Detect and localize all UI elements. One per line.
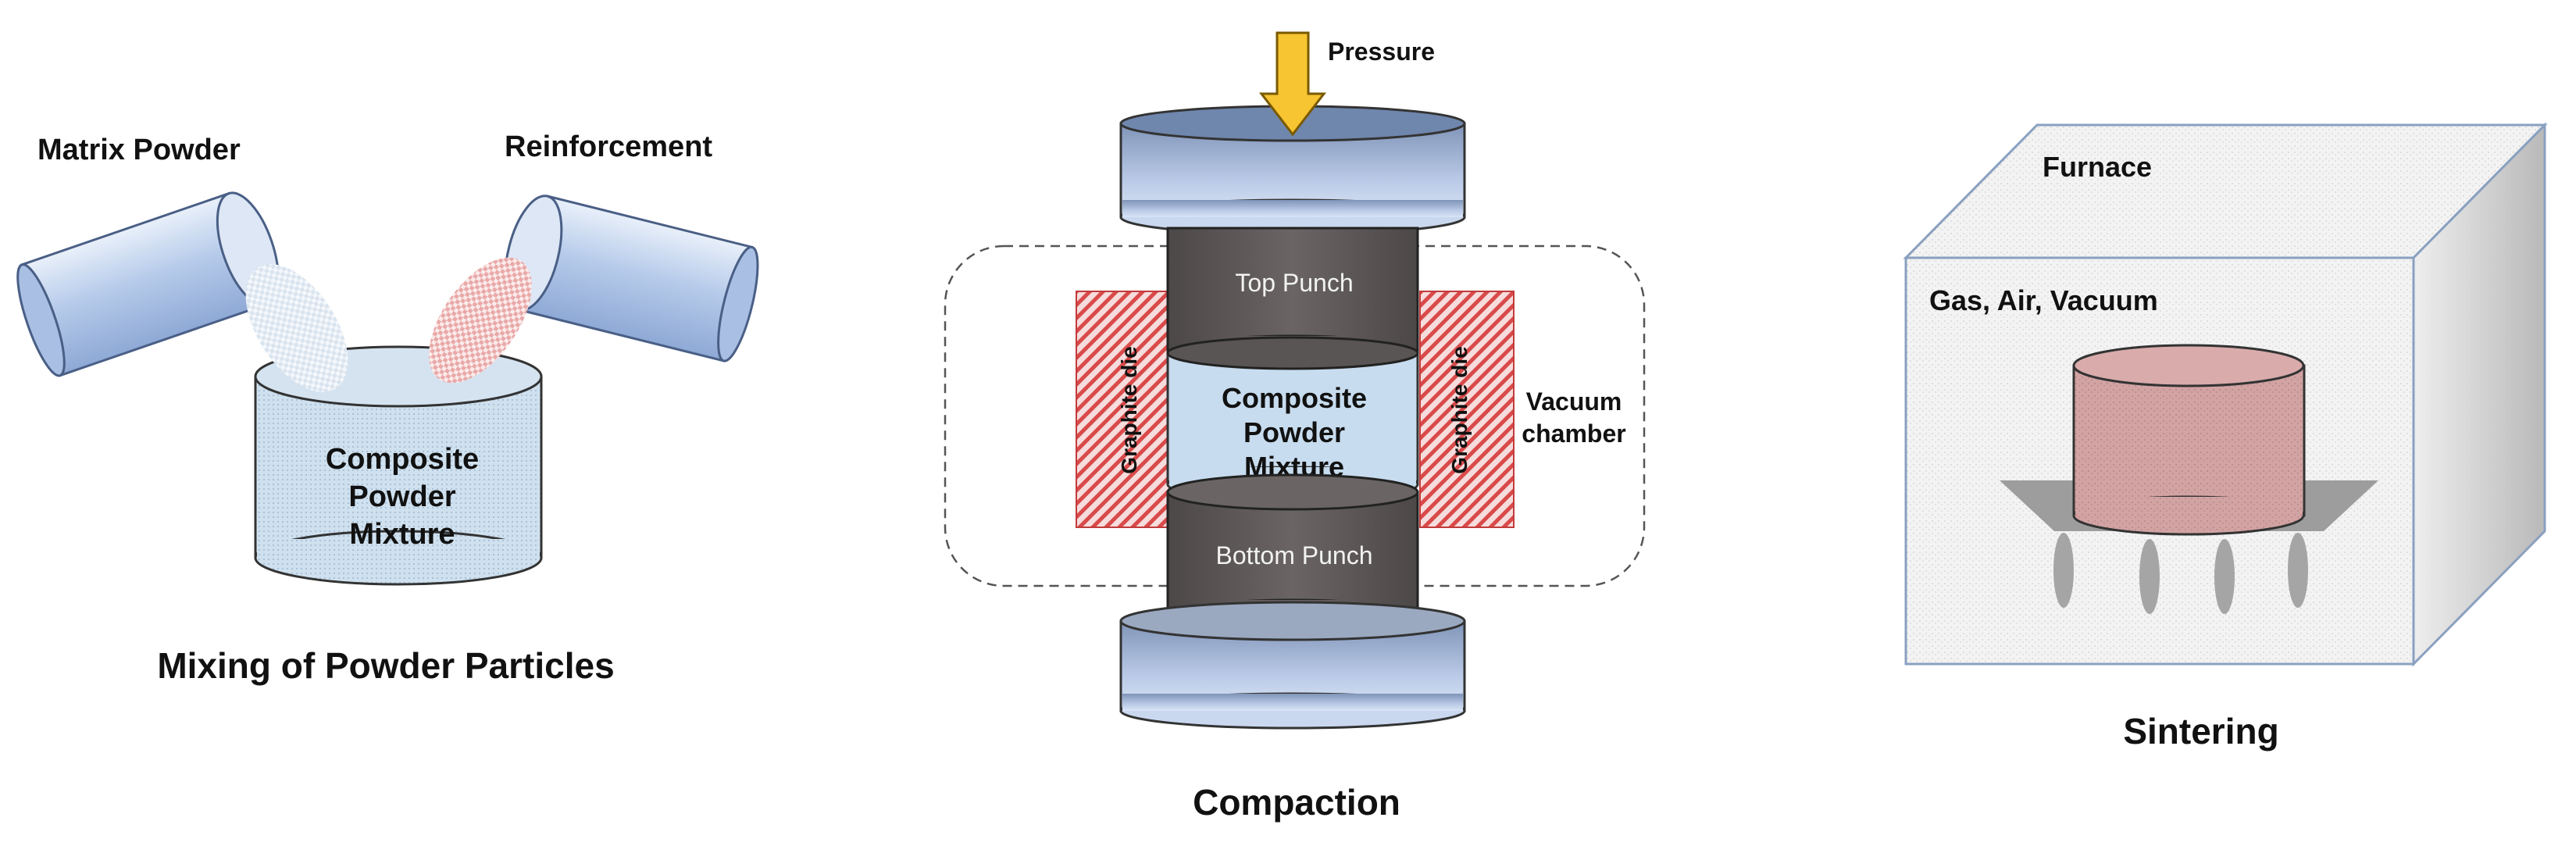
- compaction-panel: Pressure Graphite die Graphite die Top P…: [944, 31, 1646, 823]
- vacuum-label-line2: chamber: [1522, 419, 1625, 448]
- bottom-punch-label: Bottom Punch: [1216, 541, 1373, 569]
- pressure-label: Pressure: [1328, 37, 1435, 66]
- graphite-die-left-label: Graphite die: [1117, 346, 1141, 473]
- graphite-die-right: [1419, 291, 1515, 528]
- container-label-line2: Powder: [348, 480, 455, 513]
- vacuum-chamber: [944, 245, 1646, 587]
- container-label-line1: Composite: [326, 443, 479, 476]
- mixing-panel: Matrix Powder Reinforcement Composite Po…: [16, 130, 759, 686]
- reinforcement-powder-stream: [429, 257, 532, 384]
- sintering-caption: Sintering: [2123, 711, 2278, 751]
- container-label-line3: Mixture: [349, 518, 455, 551]
- atmosphere-label: Gas, Air, Vacuum: [1929, 284, 2158, 316]
- matrix-powder-stream: [245, 264, 348, 392]
- furnace-label: Furnace: [2043, 151, 2152, 183]
- compaction-caption: Compaction: [1193, 782, 1400, 823]
- vacuum-label-line1: Vacuum: [1526, 387, 1622, 416]
- mixture-label-line1: Composite: [1222, 382, 1367, 414]
- reinforcement-label: Reinforcement: [505, 130, 712, 163]
- bottom-plate: [1119, 601, 1466, 730]
- top-plate: [1119, 105, 1466, 236]
- reinforcement-tube: [504, 195, 759, 362]
- sintered-sample: [2072, 344, 2306, 536]
- mixing-caption: Mixing of Powder Particles: [157, 645, 614, 686]
- sintering-panel: Furnace Gas, Air, Vacuum Sintering: [1903, 122, 2548, 751]
- top-punch-label: Top Punch: [1235, 269, 1353, 297]
- mixture-label-line2: Powder: [1243, 416, 1345, 448]
- pressure-arrow: [1258, 31, 1327, 137]
- graphite-die-right-label: Graphite die: [1447, 346, 1472, 473]
- matrix-powder-label: Matrix Powder: [37, 134, 241, 166]
